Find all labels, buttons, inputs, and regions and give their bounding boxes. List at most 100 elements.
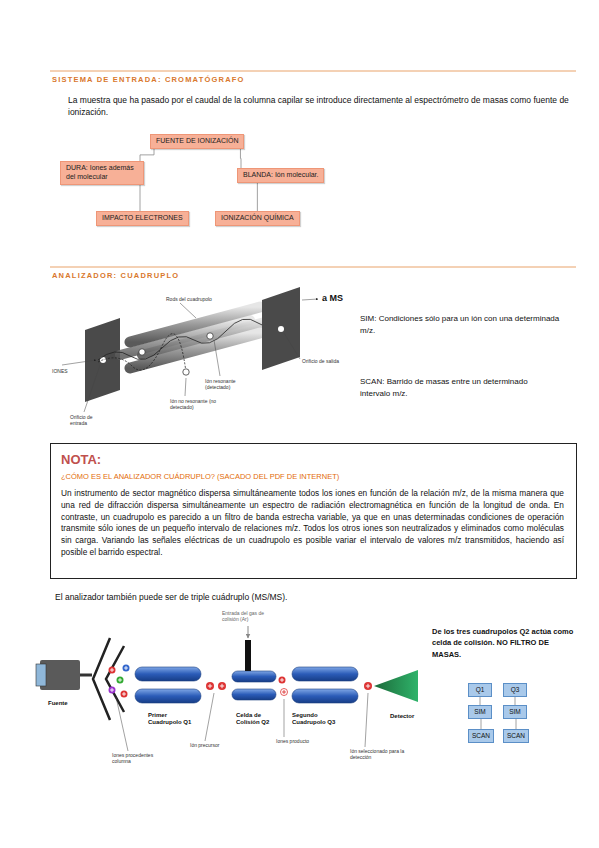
section-rule xyxy=(50,267,576,268)
box-label: Q1 xyxy=(469,686,491,694)
box-label: IMPACTO ELECTRONES xyxy=(102,214,183,223)
ion-cluster xyxy=(109,667,116,674)
mode-box: SIM xyxy=(503,705,527,719)
ion-charge xyxy=(186,370,187,374)
ion xyxy=(364,682,372,690)
ion-charge xyxy=(282,678,283,682)
ion xyxy=(206,677,372,696)
connector xyxy=(515,697,516,705)
quadrupole-rod xyxy=(135,689,201,703)
connector xyxy=(257,183,258,211)
connector xyxy=(480,697,481,705)
ion-charge xyxy=(112,668,113,672)
leader-line xyxy=(180,303,196,318)
quadrupole-rod xyxy=(292,667,358,681)
triple-quadrupole-figure xyxy=(80,674,92,677)
part-label: Orificio de salida xyxy=(302,358,342,364)
quadrupole-rod xyxy=(232,689,276,700)
section-heading: SISTEMA DE ENTRADA: CROMATÓGRAFO xyxy=(52,75,245,84)
part-label: Ión resonante (detectado) xyxy=(205,378,255,390)
ion-cluster xyxy=(117,677,124,684)
leader-line xyxy=(116,697,128,751)
leader-line xyxy=(62,360,96,365)
part-label: Detector xyxy=(390,713,414,720)
box-label: SCAN xyxy=(504,732,528,740)
box-label: Q3 xyxy=(504,686,526,694)
part-label: Ión seleccionado para la detección xyxy=(350,748,408,760)
box-label: SIM xyxy=(469,708,491,716)
part-label: Fuente xyxy=(48,700,68,707)
ion xyxy=(279,677,286,684)
ion-charge xyxy=(368,684,369,688)
box-label: BLANDA: Ión molecular. xyxy=(243,171,318,180)
note-body: Un instrumento de sector magnético dispe… xyxy=(61,488,564,559)
box-label: IONIZACIÓN QUÍMICA xyxy=(221,214,294,223)
ion-charge xyxy=(124,692,125,696)
section-heading: ANALIZADOR: CUADRUPLO xyxy=(52,271,179,280)
ion xyxy=(139,333,213,375)
mode-box: Q1 xyxy=(468,683,492,697)
box-label: SIM xyxy=(504,708,526,716)
part-label: Orificio de entrada xyxy=(70,414,110,426)
mode-box: SCAN xyxy=(468,729,494,743)
ion xyxy=(281,689,288,696)
ion-charge xyxy=(112,688,113,692)
exit-plate xyxy=(262,287,300,370)
part-label: Iones procedentes columna xyxy=(112,752,157,764)
ion xyxy=(218,682,226,690)
paragraph: La muestra que ha pasado por el caudal d… xyxy=(68,94,576,119)
leader-line xyxy=(205,693,214,741)
ion-charge xyxy=(126,666,127,670)
quadrupole-rod xyxy=(135,667,201,681)
detector xyxy=(374,670,418,702)
mode-box: Q3 xyxy=(503,683,527,697)
quadrupole-figure xyxy=(62,287,318,412)
triple-quadrupole-figure xyxy=(36,664,46,686)
ion xyxy=(139,349,145,355)
leader-line xyxy=(302,299,318,300)
ion-cluster xyxy=(109,687,116,694)
paragraph: El analizador también puede ser de tripl… xyxy=(55,592,287,602)
output-label: a MS xyxy=(322,293,343,304)
quadrupole-figure xyxy=(278,326,284,332)
ion-charge xyxy=(284,690,285,694)
ion-charge xyxy=(222,684,223,688)
flow-box: FUENTE DE IONIZACIÓN xyxy=(150,134,244,149)
ion-charge xyxy=(120,678,121,682)
note-heading: ¿CÓMO ES EL ANALIZADOR CUÁDRUPLO? (SACAD… xyxy=(61,472,564,481)
connector xyxy=(140,185,141,212)
part-label: Ión precursor xyxy=(190,742,219,748)
ion-cluster xyxy=(121,691,128,698)
leader-line xyxy=(214,340,220,376)
ion xyxy=(207,333,213,339)
gas-arrow xyxy=(248,626,249,638)
side-note: De los tres cuadrupolos Q2 actúa como ce… xyxy=(432,626,577,660)
section-rule xyxy=(50,71,576,267)
part-label: Ión no resonante (no detectado) xyxy=(170,398,232,410)
leader-line xyxy=(62,299,318,412)
connector xyxy=(140,149,154,161)
part-label: Segundo Cuadrupolo Q3 xyxy=(292,712,344,726)
flow-box: IMPACTO ELECTRONES xyxy=(96,211,189,226)
ion-cluster xyxy=(109,665,130,698)
leader-line xyxy=(84,365,100,412)
leader-line xyxy=(284,333,300,359)
part-label: Rods del cuadrupolo xyxy=(166,296,212,302)
leader-line xyxy=(185,378,186,396)
ion-charge xyxy=(210,334,211,338)
quadrupole-rod xyxy=(120,307,272,368)
gas-inlet xyxy=(245,640,251,671)
part-label: IONES xyxy=(52,368,68,374)
ion xyxy=(183,369,189,375)
part-label: Iones producto xyxy=(276,738,311,744)
ion-cluster xyxy=(123,665,130,672)
connector xyxy=(516,719,517,729)
skimmer-cone xyxy=(106,646,124,712)
ion-path xyxy=(98,316,290,360)
connector xyxy=(481,719,482,729)
leader-line xyxy=(365,693,368,747)
ion-path xyxy=(98,334,186,372)
triple-quadrupole-figure xyxy=(36,626,418,751)
leader-line xyxy=(284,699,285,737)
